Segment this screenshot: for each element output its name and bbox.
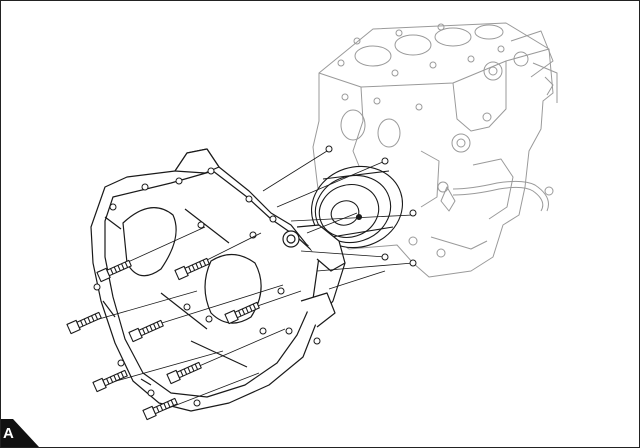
corner-tab xyxy=(1,419,39,447)
engine-studs xyxy=(325,145,417,267)
bolt xyxy=(224,301,260,325)
bolt xyxy=(174,257,210,281)
bell-housing xyxy=(90,148,346,412)
bolt xyxy=(92,369,128,393)
bolts xyxy=(66,257,260,421)
bolt xyxy=(96,259,132,283)
bolt xyxy=(142,397,178,421)
housing-holes xyxy=(93,167,321,407)
figure-corner-label: A xyxy=(3,425,14,442)
bolt xyxy=(128,319,164,343)
bolt xyxy=(166,361,202,385)
bolt xyxy=(66,311,102,335)
flywheel-ring xyxy=(310,165,404,249)
